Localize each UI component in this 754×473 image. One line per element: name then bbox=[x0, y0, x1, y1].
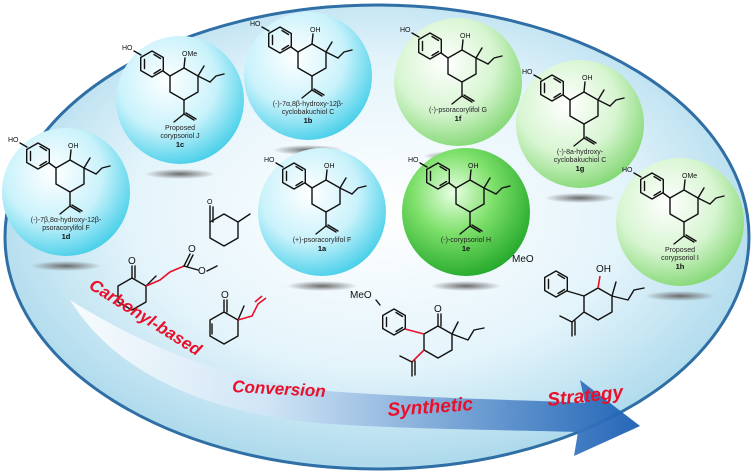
compound-name: cyclobakuchiol C bbox=[554, 157, 607, 164]
compound-1b: HO OH (-)-7α,8β-hydroxy-12β-cyclobakuchiol… bbox=[244, 12, 372, 140]
compound-id: 1h bbox=[676, 262, 685, 271]
hydroxyl-substituent: OH bbox=[324, 163, 335, 170]
methoxy-label-1: MeO bbox=[350, 290, 372, 301]
vinyl-enone-intermediate: O bbox=[209, 290, 267, 345]
hydroxyl-substituent: OH bbox=[460, 33, 471, 40]
enone-oxygen: O bbox=[221, 290, 229, 301]
ketone-oxygen: O bbox=[207, 199, 213, 206]
ball-shadow bbox=[430, 281, 502, 291]
compound-id: 1e bbox=[462, 244, 470, 253]
methoxy-label-2: MeO bbox=[512, 254, 534, 265]
compound-name: (-)-8a-hydroxy- bbox=[557, 149, 604, 156]
ball-shadow bbox=[144, 169, 216, 179]
compound-name: corypsoriol I bbox=[661, 255, 699, 262]
hydroxyl-substituent: OH bbox=[582, 75, 593, 82]
phenol-ho: HO bbox=[8, 137, 19, 144]
compound-sphere bbox=[516, 60, 644, 188]
compound-name: corypsoriol J bbox=[160, 133, 199, 140]
compound-id: 1a bbox=[318, 244, 327, 253]
compound-name: psoracorylifol F bbox=[42, 225, 89, 232]
ball-shadow bbox=[544, 193, 616, 203]
compound-sphere bbox=[258, 148, 386, 276]
methoxyaryl-ketone-intermediate: MeO O bbox=[350, 290, 485, 377]
compound-id: 1f bbox=[455, 114, 462, 123]
hydroxyl-label: OH bbox=[596, 264, 611, 275]
compound-1g: HO OH (-)-8a-hydroxy-cyclobakuchiol C1g bbox=[516, 60, 644, 188]
strategy-arrow bbox=[70, 300, 640, 456]
compound-sphere bbox=[2, 128, 130, 256]
compound-1a: HO OH (+)-psoracorylifol F1a bbox=[258, 148, 386, 276]
compound-id: 1b bbox=[304, 116, 313, 125]
ball-shadow bbox=[30, 261, 102, 271]
ball-shadow bbox=[286, 281, 358, 291]
compound-id: 1g bbox=[576, 164, 585, 173]
strategy-word-conversion: Conversion bbox=[232, 377, 326, 401]
compound-sphere bbox=[244, 12, 372, 140]
compound-id: 1c bbox=[176, 140, 184, 149]
ester-carbonyl-oxygen: O bbox=[188, 244, 196, 255]
compound-name: Proposed bbox=[165, 125, 195, 132]
ketone-oxygen-2: O bbox=[434, 304, 442, 315]
compound-name: (-)-7β,8α-hydroxy-12β- bbox=[31, 217, 102, 224]
ester-oxygen: O bbox=[198, 266, 206, 277]
phenol-ho: HO bbox=[264, 157, 275, 164]
compound-1e: HO OH (-)-corypsoriol H1e bbox=[402, 148, 530, 276]
hydroxyl-substituent: OH bbox=[68, 143, 79, 150]
compound-name: Proposed bbox=[665, 247, 695, 254]
hydroxyl-substituent: OMe bbox=[182, 51, 197, 58]
compound-name: (-)-7α,8β-hydroxy-12β- bbox=[273, 101, 344, 108]
compound-1d: HO OH (-)-7β,8α-hydroxy-12β-psoracorylifol… bbox=[2, 128, 130, 256]
methoxyaryl-alcohol-intermediate: MeO OH bbox=[512, 254, 645, 337]
compound-sphere bbox=[402, 148, 530, 276]
compound-name: cyclobakuchiol C bbox=[282, 109, 335, 116]
hydroxyl-substituent: OMe bbox=[682, 173, 697, 180]
phenol-ho: HO bbox=[122, 45, 133, 52]
hydroxyl-substituent: OH bbox=[310, 27, 321, 34]
compound-sphere bbox=[116, 36, 244, 164]
ball-shadow bbox=[644, 291, 716, 301]
phenol-ho: HO bbox=[408, 157, 419, 164]
cyclohexanone-reagent: O bbox=[207, 199, 251, 247]
phenol-ho: HO bbox=[622, 167, 633, 174]
compound-sphere bbox=[616, 158, 744, 286]
keto-oxygen: O bbox=[128, 256, 136, 267]
phenol-ho: HO bbox=[250, 21, 261, 28]
phenol-ho: HO bbox=[400, 27, 411, 34]
compound-1f: HO OH (-)-psoracorylifol G1f bbox=[394, 18, 522, 146]
compound-sphere bbox=[394, 18, 522, 146]
hydroxyl-substituent: OH bbox=[468, 163, 479, 170]
compound-name: (+)-psoracorylifol F bbox=[293, 237, 352, 244]
compound-name: (-)-corypsoriol H bbox=[441, 237, 491, 244]
phenol-ho: HO bbox=[522, 69, 533, 76]
keto-ester-intermediate: O O O bbox=[117, 244, 218, 311]
compound-name: (-)-psoracorylifol G bbox=[429, 107, 487, 114]
compound-id: 1d bbox=[62, 232, 71, 241]
